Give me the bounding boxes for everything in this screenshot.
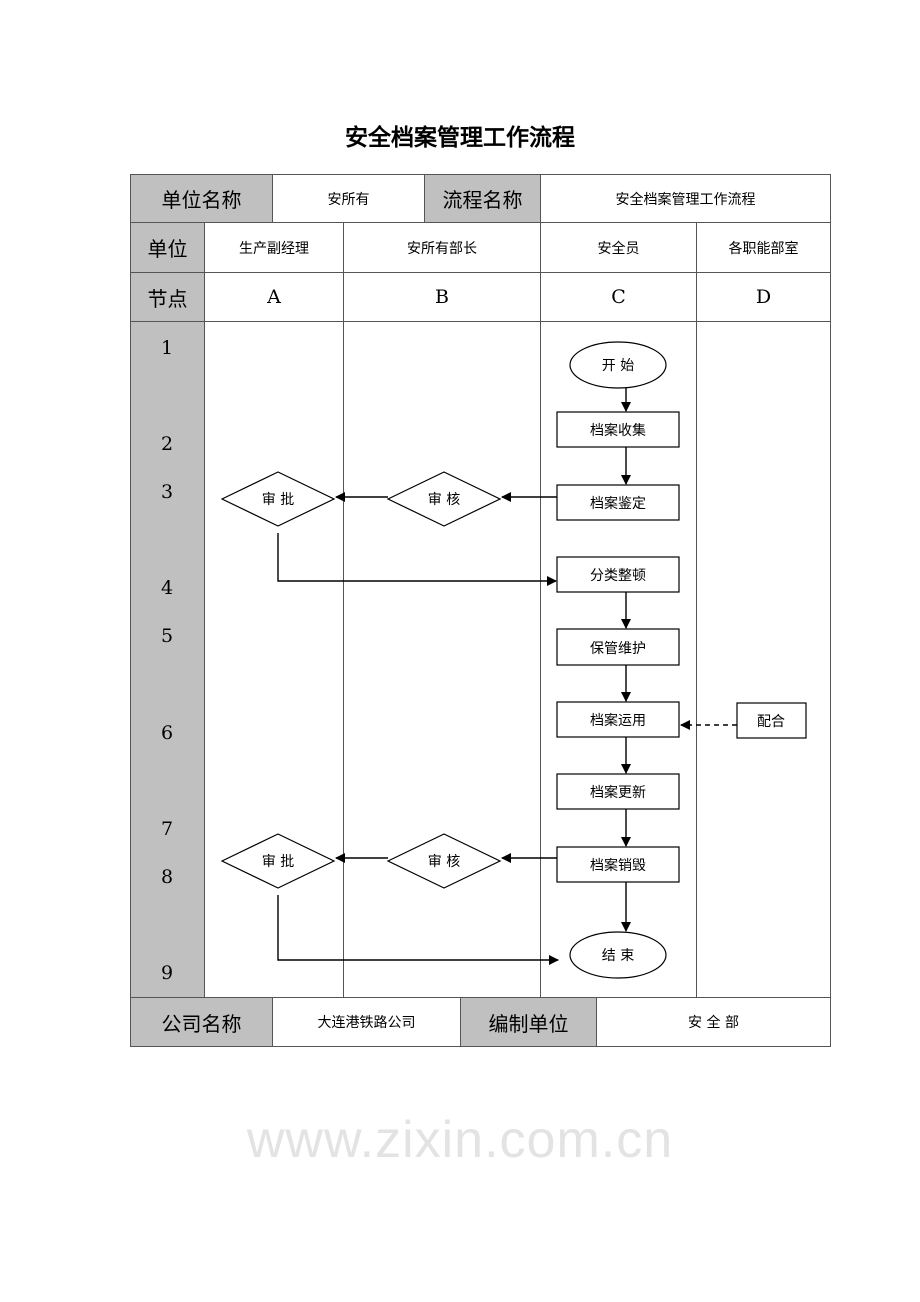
unit-c: 安全员: [540, 222, 697, 273]
step-label: 分类整顿: [590, 568, 646, 584]
cooperate-box: [736, 702, 807, 739]
node-number: 3: [161, 481, 173, 503]
page-title: 安全档案管理工作流程: [345, 125, 575, 151]
approve-label: 审 批: [262, 492, 294, 508]
step-label: 档案销毁: [590, 857, 646, 874]
review-label: 审 核: [428, 854, 460, 870]
node-number: 1: [161, 337, 173, 359]
node-b: B: [343, 272, 541, 322]
compiler-label: 编制单位: [460, 997, 597, 1047]
approve-diamond: [220, 833, 336, 889]
approve-diamond: [220, 471, 336, 527]
end-label: 结 束: [602, 948, 634, 964]
step-label: 档案鉴定: [590, 495, 646, 512]
node-number-column: [130, 321, 205, 998]
step-label: 档案收集: [590, 422, 646, 439]
step-label: 档案运用: [590, 712, 646, 729]
watermark: www.zixin.com.cn: [246, 1111, 674, 1169]
lane-d: [696, 321, 831, 998]
node-number: 4: [161, 577, 173, 599]
node-number: 9: [161, 962, 173, 984]
node-number: 5: [161, 625, 173, 647]
cooperate-label: 配合: [757, 714, 785, 730]
end-ellipse: [569, 931, 667, 979]
step-box: [556, 556, 680, 593]
review-diamond: [386, 471, 502, 527]
compiler-value: 安 全 部: [596, 997, 831, 1047]
node-number: 2: [161, 433, 173, 455]
company-value: 大连港铁路公司: [272, 997, 461, 1047]
unit-d: 各职能部室: [696, 222, 831, 273]
start-ellipse: [569, 341, 667, 389]
review-diamond: [386, 833, 502, 889]
step-box: [556, 701, 680, 738]
step-box: [556, 484, 680, 521]
step-box: [556, 846, 680, 883]
approve-label: 审 批: [262, 854, 294, 870]
company-label: 公司名称: [130, 997, 273, 1047]
node-number: 6: [161, 722, 173, 744]
step-box: [556, 411, 680, 448]
start-label: 开 始: [602, 358, 634, 374]
review-label: 审 核: [428, 492, 460, 508]
step-box: [556, 628, 680, 666]
step-label: 保管维护: [590, 641, 646, 657]
arrow: [277, 533, 557, 586]
step-label: 档案更新: [590, 784, 646, 801]
process-name-label: 流程名称: [424, 174, 541, 223]
arrow: [277, 895, 559, 965]
node-number: 8: [161, 866, 173, 888]
step-box: [556, 773, 680, 810]
node-number: 7: [161, 818, 173, 840]
process-name-value: 安全档案管理工作流程: [540, 174, 831, 223]
unit-name-label: 单位名称: [130, 174, 273, 223]
node-d: D: [696, 272, 831, 322]
